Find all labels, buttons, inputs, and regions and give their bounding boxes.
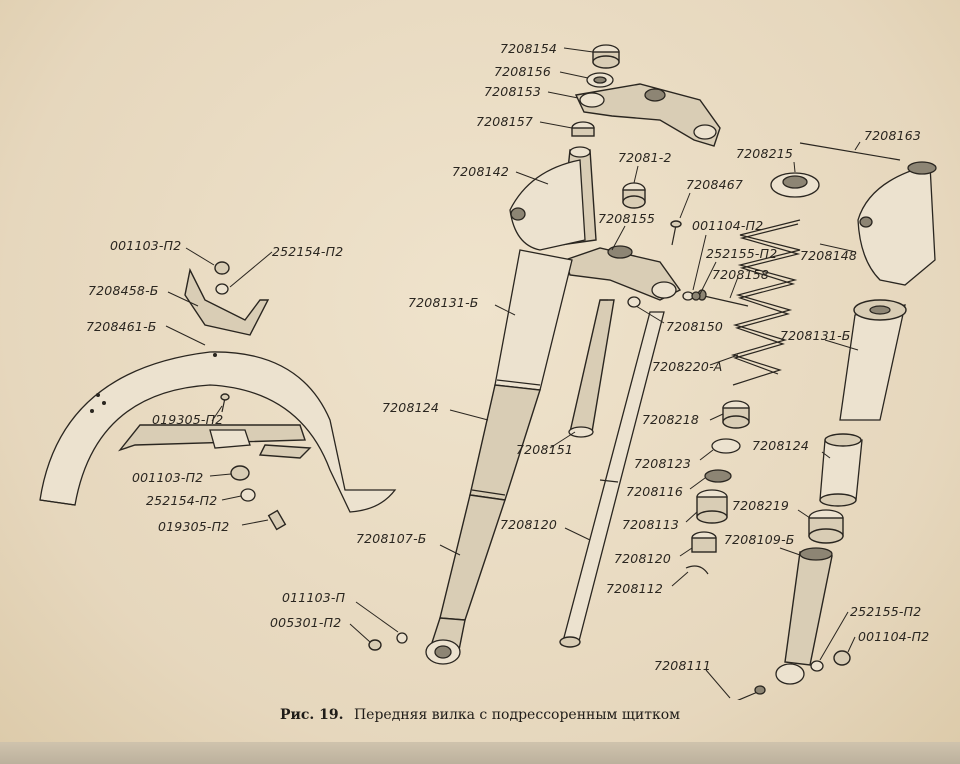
label-7208151: 7208151 (516, 442, 573, 457)
label-252155-p2-low: 252155-П2 (850, 604, 921, 619)
fork-spring (730, 219, 801, 386)
bridge-washer (571, 121, 595, 137)
label-7208123: 7208123 (634, 456, 691, 471)
label-7208215: 7208215 (736, 146, 793, 161)
label-72081-2: 72081-2 (618, 150, 672, 165)
label-7208150: 7208150 (666, 319, 723, 334)
headlamp-bracket (857, 161, 937, 286)
small-nuts (627, 291, 701, 308)
scan-bottom-edge (0, 742, 960, 764)
left-fork-leg (425, 249, 573, 665)
label-7208163: 7208163 (864, 128, 921, 143)
figure-caption: Рис. 19. Передняя вилка с подрессоренным… (0, 707, 960, 723)
label-7208120-center: 7208120 (500, 517, 557, 532)
upper-bridge (574, 83, 721, 147)
label-005301-p2: 005301-П2 (270, 615, 341, 630)
label-7208154: 7208154 (500, 41, 557, 56)
label-7208218: 7208218 (642, 412, 699, 427)
label-7208120-right: 7208120 (614, 551, 671, 566)
label-011103-p: 011103-П (282, 590, 346, 605)
label-7208158: 7208158 (712, 267, 769, 282)
ring-7208116 (704, 469, 732, 483)
label-019305-p2-low: 019305-П2 (158, 519, 229, 534)
leader-lines (165, 47, 861, 699)
label-001103-p2-low: 001103-П2 (132, 470, 203, 485)
figure-number: Рис. 19. (279, 707, 344, 723)
label-7208142: 7208142 (452, 164, 509, 179)
label-7208107-b: 7208107-Б (356, 531, 427, 546)
center-tube (559, 311, 665, 648)
mudguard-stays (117, 424, 312, 459)
label-7208113: 7208113 (622, 517, 679, 532)
top-cap-nut (592, 44, 620, 69)
figure-title: Передняя вилка с подрессоренным щитком (353, 707, 681, 723)
mudguard-hardware (214, 261, 408, 651)
axle-bolt-7208111 (737, 685, 766, 700)
label-7208131-b-left: 7208131-Б (408, 295, 479, 310)
label-7208157: 7208157 (476, 114, 533, 129)
clip-7208112 (685, 565, 709, 575)
inner-tube (568, 299, 615, 438)
label-252154-p2-top: 252154-П2 (272, 244, 343, 259)
label-7208461-b: 7208461-Б (86, 319, 157, 334)
ring-7208123 (711, 438, 741, 454)
washer-nut-bottom-right (810, 650, 851, 672)
label-7208124-right: 7208124 (752, 438, 809, 453)
label-019305-p2-inner: 019305-П2 (152, 412, 223, 427)
label-001104-p2-top: 001104-П2 (692, 218, 763, 233)
label-7208155: 7208155 (598, 211, 655, 226)
label-7208467: 7208467 (686, 177, 743, 192)
bracket-7208458 (184, 267, 270, 336)
label-7208153: 7208153 (484, 84, 541, 99)
steering-head (509, 146, 597, 251)
top-washer (586, 72, 614, 88)
label-7208458-b: 7208458-Б (88, 283, 159, 298)
label-7208220-a: 7208220-А (652, 359, 723, 374)
label-7208124-left: 7208124 (382, 400, 439, 415)
label-001103-p2-top: 001103-П2 (110, 238, 181, 253)
label-7208148: 7208148 (800, 248, 857, 263)
label-252154-p2-low: 252154-П2 (146, 493, 217, 508)
seal-7208219 (808, 509, 844, 544)
label-7208112: 7208112 (606, 581, 663, 596)
mudguard (39, 351, 397, 513)
bushing-7208218 (722, 400, 750, 429)
label-7208116: 7208116 (626, 484, 683, 499)
exploded-fork-diagram: 7208154 7208156 7208153 7208157 7208142 … (39, 41, 937, 700)
cover-cap-7208215 (770, 172, 820, 198)
lower-slider-7208109 (775, 547, 833, 685)
label-7208109-b: 7208109-Б (724, 532, 795, 547)
label-252155-p2-top: 252155-П2 (706, 246, 777, 261)
rod-7208163 (799, 142, 901, 161)
right-cover-tube (839, 299, 907, 421)
label-7208156: 7208156 (494, 64, 551, 79)
pin-7208467 (670, 220, 682, 246)
label-001104-p2-low: 001104-П2 (858, 629, 929, 644)
label-7208219: 7208219 (732, 498, 789, 513)
lower-bridge (564, 245, 682, 301)
washer-72081-2 (622, 182, 646, 209)
bushing-7208120-small (691, 531, 717, 553)
bushing-7208113 (696, 489, 728, 524)
label-7208111: 7208111 (654, 658, 711, 673)
right-cylinder-7208124 (819, 433, 863, 507)
label-7208131-b-right: 7208131-Б (780, 328, 851, 343)
part-labels: 7208154 7208156 7208153 7208157 7208142 … (86, 41, 929, 673)
